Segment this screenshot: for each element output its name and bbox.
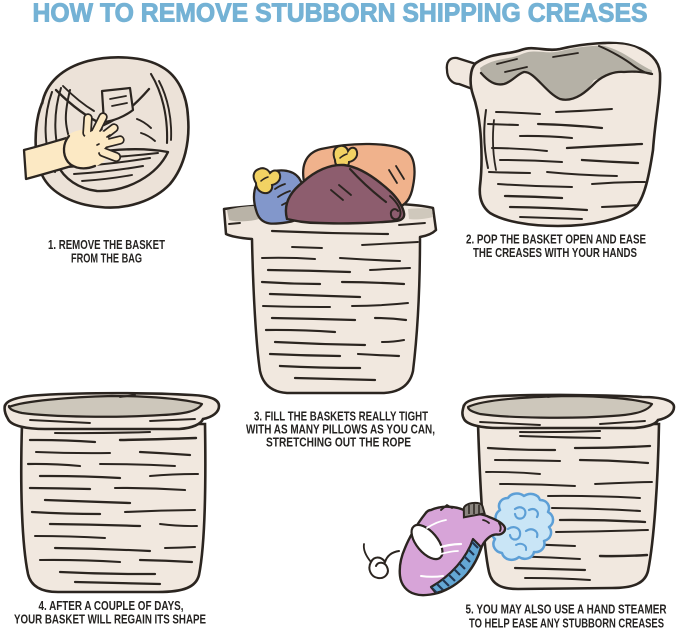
svg-text:2. POP THE BASKET OPEN AND EAS: 2. POP THE BASKET OPEN AND EASE [466, 232, 646, 247]
svg-text:FROM THE BAG: FROM THE BAG [71, 251, 142, 266]
svg-text:3. FILL THE BASKETS REALLY TIG: 3. FILL THE BASKETS REALLY TIGHT [254, 409, 428, 424]
svg-text:5. YOU MAY ALSO USE A HAND STE: 5. YOU MAY ALSO USE A HAND STEAMER [466, 602, 667, 617]
svg-text:HOW TO REMOVE STUBBORN SHIPPIN: HOW TO REMOVE STUBBORN SHIPPING CREASES [33, 0, 648, 28]
svg-text:1. REMOVE THE BASKET: 1. REMOVE THE BASKET [48, 237, 165, 252]
svg-text:4. AFTER A COUPLE OF DAYS,: 4. AFTER A COUPLE OF DAYS, [39, 598, 184, 613]
svg-text:TO HELP EASE ANY STUBBORN CREA: TO HELP EASE ANY STUBBORN CREASES [469, 616, 664, 630]
svg-text:YOUR BASKET WILL REGAIN ITS SH: YOUR BASKET WILL REGAIN ITS SHAPE [14, 612, 206, 627]
svg-text:THE CREASES WITH YOUR HANDS: THE CREASES WITH YOUR HANDS [473, 245, 637, 260]
svg-text:STRETCHING OUT THE ROPE: STRETCHING OUT THE ROPE [266, 435, 411, 450]
svg-text:WITH AS MANY PILLOWS AS YOU CA: WITH AS MANY PILLOWS AS YOU CAN, [246, 422, 435, 437]
